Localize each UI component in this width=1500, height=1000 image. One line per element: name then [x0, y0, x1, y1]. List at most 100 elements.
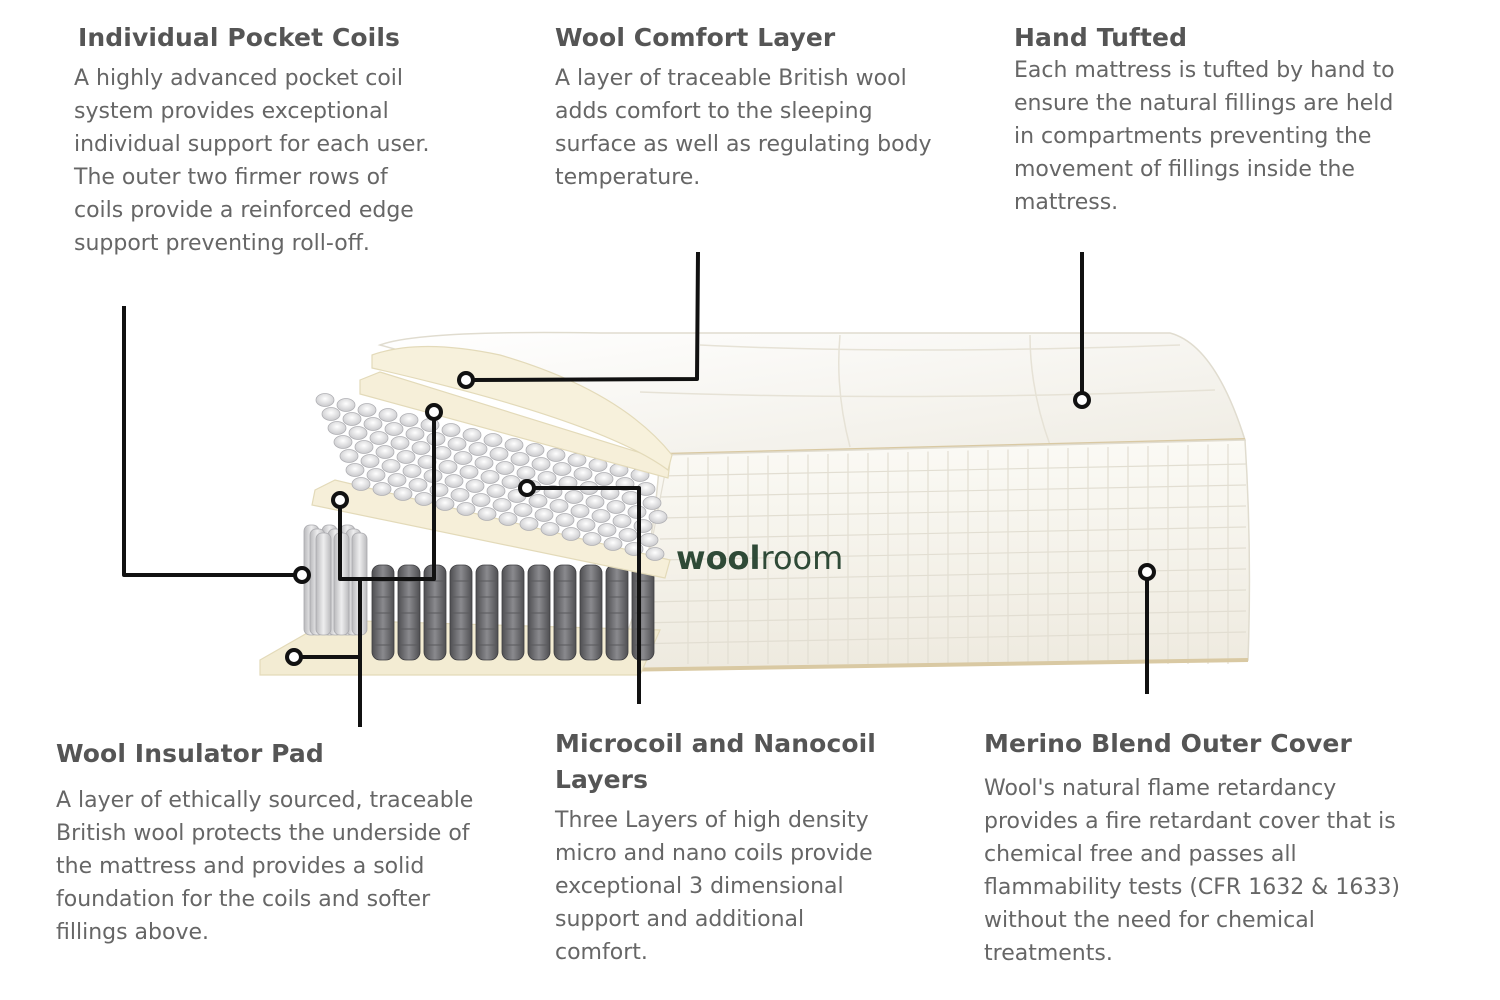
micro-coil [448, 438, 466, 451]
micro-coil [604, 538, 622, 551]
micro-coil [328, 422, 346, 435]
marker-hand-tufted [1075, 393, 1089, 407]
micro-coil [316, 394, 334, 407]
micro-coil [409, 479, 427, 492]
callout-hand-tufted: Hand Tufted Each mattress is tufted by h… [1014, 20, 1404, 219]
micro-coil [436, 498, 454, 511]
callout-title: Individual Pocket Coils [78, 20, 458, 56]
callout-title: Wool Comfort Layer [555, 20, 945, 56]
micro-coil [343, 413, 361, 426]
micro-coil [538, 472, 556, 485]
micro-coil [460, 466, 478, 479]
micro-coil [493, 499, 511, 512]
marker-insulator [287, 650, 301, 664]
micro-coil [322, 408, 340, 421]
micro-coil [649, 511, 667, 524]
micro-coil [550, 500, 568, 513]
micro-coil [454, 452, 472, 465]
micro-coil [358, 404, 376, 417]
marker-pocket-coils [295, 568, 309, 582]
micro-coil [376, 446, 394, 459]
micro-coil [511, 453, 529, 466]
micro-coil [400, 414, 418, 427]
marker-outer-cover [1140, 565, 1154, 579]
marker-microcoil-a [333, 493, 347, 507]
micro-coil [490, 448, 508, 461]
micro-coil [457, 503, 475, 516]
micro-coil [529, 495, 547, 508]
micro-coil [484, 434, 502, 447]
micro-coil [361, 455, 379, 468]
micro-coil [382, 460, 400, 473]
callout-title: Hand Tufted [1014, 20, 1404, 56]
callout-body: A layer of traceable British wool adds c… [555, 62, 945, 194]
marker-microcoil-c [520, 481, 534, 495]
micro-coil [370, 432, 388, 445]
micro-coil [556, 514, 574, 527]
micro-coil [499, 513, 517, 526]
micro-coil [364, 418, 382, 431]
micro-coil [646, 548, 664, 561]
brand-logo: woolroom [676, 539, 843, 577]
micro-coil [475, 457, 493, 470]
callout-insulator-pad: Wool Insulator Pad A layer of ethically … [56, 736, 476, 949]
edge-coil [316, 533, 331, 635]
micro-coil [487, 485, 505, 498]
callout-body: A highly advanced pocket coil system pro… [74, 62, 430, 260]
micro-coil [445, 475, 463, 488]
micro-coil [619, 529, 637, 542]
micro-coil [463, 429, 481, 442]
micro-coil [595, 473, 613, 486]
micro-coil [415, 493, 433, 506]
callout-outer-cover: Merino Blend Outer Cover Wool's natural … [984, 726, 1434, 970]
callout-body: Three Layers of high density micro and n… [555, 804, 895, 969]
callout-microcoil: Microcoil and Nanocoil Layers Three Laye… [555, 726, 895, 969]
micro-coil [367, 469, 385, 482]
micro-coil [547, 449, 565, 462]
micro-coil [502, 476, 520, 489]
micro-coil [352, 478, 370, 491]
micro-coil [373, 483, 391, 496]
micro-coil [496, 462, 514, 475]
micro-coil [517, 467, 535, 480]
micro-coil [391, 437, 409, 450]
callout-body: Wool's natural flame retardancy provides… [984, 772, 1434, 970]
micro-coil [505, 439, 523, 452]
marker-wool-comfort [459, 373, 473, 387]
micro-coil [394, 488, 412, 501]
micro-coil [532, 458, 550, 471]
micro-coil [451, 489, 469, 502]
marker-microcoil-b [427, 405, 441, 419]
micro-coil [466, 480, 484, 493]
micro-coil [592, 510, 610, 523]
micro-coil [397, 451, 415, 464]
micro-coil [346, 464, 364, 477]
micro-coil [442, 424, 460, 437]
micro-coil [388, 474, 406, 487]
callout-pocket-coils: Individual Pocket Coils A highly advance… [78, 20, 458, 260]
micro-coil [334, 436, 352, 449]
callout-title: Microcoil and Nanocoil Layers [555, 726, 895, 798]
micro-coil [340, 450, 358, 463]
micro-coil [412, 442, 430, 455]
micro-coil [439, 461, 457, 474]
micro-coil [385, 423, 403, 436]
micro-coil [472, 494, 490, 507]
micro-coil [403, 465, 421, 478]
micro-coil [379, 409, 397, 422]
micro-coil [571, 505, 589, 518]
micro-coil [349, 427, 367, 440]
micro-coil [607, 501, 625, 514]
micro-coil [613, 515, 631, 528]
micro-coil [355, 441, 373, 454]
micro-coil [469, 443, 487, 456]
micro-coil [478, 508, 496, 521]
micro-coil [541, 523, 559, 536]
callout-title: Merino Blend Outer Cover [984, 726, 1434, 762]
leader-pocket-coils [124, 306, 296, 575]
micro-coil [586, 496, 604, 509]
micro-coil [406, 428, 424, 441]
micro-coil [640, 534, 658, 547]
micro-coil [643, 497, 661, 510]
micro-coil [553, 463, 571, 476]
